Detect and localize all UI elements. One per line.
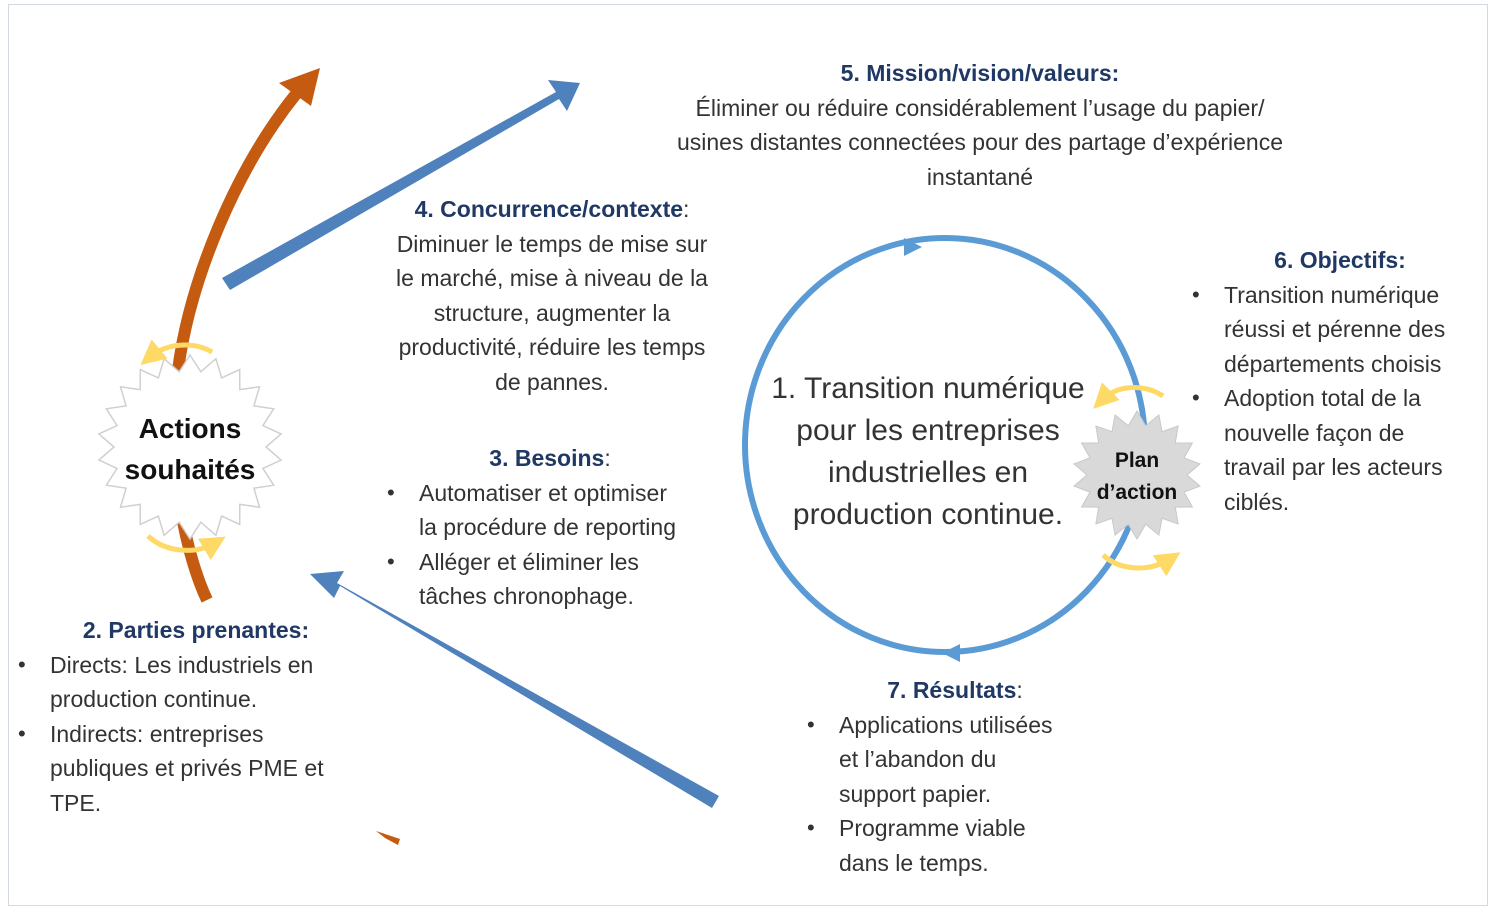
parties-item: Indirects: entreprises publiques et priv… xyxy=(16,717,386,821)
core-title-line: pour les entreprises xyxy=(796,414,1060,447)
concurrence-colon: : xyxy=(683,196,690,222)
objectifs-item-line: Transition numérique xyxy=(1224,281,1440,308)
mission-line: Éliminer ou réduire considérablement l’u… xyxy=(695,94,1265,121)
yellow-cycle-arrow-plan-bottom xyxy=(1101,552,1181,577)
actions-label-line: Actions xyxy=(138,413,242,444)
objectifs-item-line: Adoption total de la xyxy=(1224,385,1421,411)
cycle-arrow-bottom xyxy=(942,644,960,662)
actions-label-line: souhaités xyxy=(124,454,256,485)
concurrence-line: structure, augmenter la xyxy=(433,299,671,326)
parties-block: 2. Parties prenantes: Directs: Les indus… xyxy=(16,613,386,820)
concurrence-line: Diminuer le temps de mise sur xyxy=(396,230,708,257)
plan-label: Plan d’action xyxy=(1082,445,1192,509)
resultats-block: 7. Résultats: Applications utilisées et … xyxy=(805,673,1105,880)
besoins-item-line: Automatiser et optimiser xyxy=(419,479,667,506)
mission-heading: 5. Mission/vision/valeurs: xyxy=(840,60,1120,86)
objectifs-item-line: réussi et pérenne des xyxy=(1224,316,1446,342)
parties-item: Directs: Les industriels en production c… xyxy=(16,648,386,717)
objectifs-item: Adoption total de la nouvelle façon de t… xyxy=(1190,381,1490,519)
resultats-item-line: support papier. xyxy=(839,780,992,807)
besoins-item-line: tâches chronophage. xyxy=(419,583,634,609)
cycle-arrow-top xyxy=(904,238,922,256)
objectifs-item-line: ciblés. xyxy=(1224,488,1290,515)
objectifs-item-line: travail par les acteurs xyxy=(1224,454,1443,480)
concurrence-line: productivité, réduire les temps xyxy=(398,334,706,360)
core-title-line: industrielles en xyxy=(827,456,1029,489)
besoins-item: Automatiser et optimiser la procédure de… xyxy=(385,476,745,545)
blue-arrow-lower xyxy=(310,571,719,808)
yellow-cycle-arrow-actions-bottom xyxy=(146,534,226,561)
objectifs-heading: 6. Objectifs: xyxy=(1274,247,1406,273)
actions-label: Actions souhaités xyxy=(100,408,280,490)
parties-item-line: TPE. xyxy=(50,789,102,816)
besoins-item-line: la procédure de reporting xyxy=(419,514,676,540)
parties-item-line: Directs: Les industriels en xyxy=(50,651,314,678)
besoins-item-line: Alléger et éliminer les xyxy=(419,548,639,575)
yellow-cycle-arrow-plan-top xyxy=(1093,382,1165,409)
core-title: 1. Transition numérique pour les entrepr… xyxy=(748,368,1108,536)
besoins-heading: 3. Besoins xyxy=(489,445,605,471)
parties-item-line: publiques et privés PME et xyxy=(50,755,324,781)
mission-line: usines distantes connectées pour des par… xyxy=(676,129,1284,155)
objectifs-block: 6. Objectifs: Transition numérique réuss… xyxy=(1190,243,1490,519)
resultats-item-line: Applications utilisées xyxy=(839,711,1053,738)
core-title-line: 1. Transition numérique xyxy=(771,372,1085,405)
yellow-cycle-arrow-actions-top xyxy=(140,339,214,365)
besoins-item: Alléger et éliminer les tâches chronopha… xyxy=(385,545,745,614)
concurrence-line: de pannes. xyxy=(495,368,609,395)
parties-heading: 2. Parties prenantes: xyxy=(82,617,310,643)
parties-item-line: production continue. xyxy=(50,686,258,712)
mission-line: instantané xyxy=(926,163,1034,190)
concurrence-line: le marché, mise à niveau de la xyxy=(396,265,708,291)
resultats-item: Applications utilisées et l’abandon du s… xyxy=(805,708,1105,812)
resultats-heading: 7. Résultats xyxy=(887,677,1017,703)
concurrence-block: 4. Concurrence/contexte: Diminuer le tem… xyxy=(352,192,752,399)
orange-arrow-tail-fragment xyxy=(376,831,400,845)
concurrence-heading: 4. Concurrence/contexte xyxy=(414,196,684,222)
resultats-item-line: Programme viable xyxy=(839,815,1026,841)
core-title-line: production continue. xyxy=(792,498,1064,531)
orange-arrow-curve xyxy=(168,90,301,603)
mission-block: 5. Mission/vision/valeurs: Éliminer ou r… xyxy=(600,56,1360,194)
plan-label-line: d’action xyxy=(1096,481,1178,504)
besoins-block: 3. Besoins: Automatiser et optimiser la … xyxy=(385,441,745,614)
resultats-item-line: et l’abandon du xyxy=(839,746,997,772)
resultats-item: Programme viable dans le temps. xyxy=(805,811,1105,880)
plan-label-line: Plan xyxy=(1114,449,1160,472)
actions-starburst xyxy=(97,353,283,541)
blue-arrow-upper xyxy=(222,80,580,290)
objectifs-item: Transition numérique réussi et pérenne d… xyxy=(1190,278,1490,382)
besoins-colon: : xyxy=(604,445,611,471)
resultats-colon: : xyxy=(1016,677,1023,703)
resultats-item-line: dans le temps. xyxy=(839,849,989,876)
objectifs-item-line: nouvelle façon de xyxy=(1224,419,1405,446)
parties-item-line: Indirects: entreprises xyxy=(50,720,264,747)
orange-arrow-head xyxy=(279,68,320,106)
objectifs-item-line: départements choisis xyxy=(1224,350,1442,377)
